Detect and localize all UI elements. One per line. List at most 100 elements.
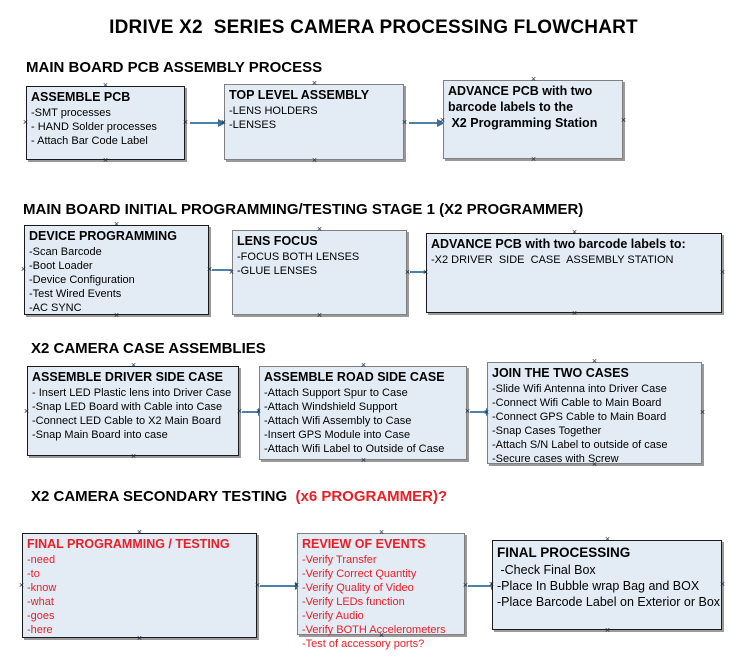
- arrow-final-programming-to-review-of-events: [260, 582, 303, 590]
- node-title: ASSEMBLE ROAD SIDE CASE: [264, 370, 445, 384]
- connector-handle-icon: [22, 119, 29, 126]
- node-line: -Verify BOTH Accelerometers: [302, 624, 446, 636]
- node-line: -know: [27, 582, 57, 594]
- node-line: -Secure cases with Screw: [492, 453, 619, 465]
- node-title: ADVANCE PCB with two: [448, 84, 593, 98]
- node-line: -need: [27, 554, 56, 566]
- node-line: -Connect Wifi Cable to Main Board: [492, 397, 662, 409]
- node-line: -to: [27, 568, 40, 580]
- node-line: - Insert LED Plastic lens into Driver Ca…: [32, 387, 232, 399]
- connector-handle-icon: [422, 269, 429, 276]
- node-join-the-two-cases[interactable]: JOIN THE TWO CASES -Slide Wifi Antenna i…: [487, 362, 702, 465]
- connector-handle-icon: [360, 362, 367, 369]
- page-title: IDRIVE X2 SERIES CAMERA PROCESSING FLOWC…: [109, 17, 638, 38]
- connector-handle-icon: [130, 362, 137, 369]
- node-line: -FOCUS BOTH LENSES: [237, 251, 360, 263]
- node-line: -LENS HOLDERS: [229, 105, 318, 117]
- node-title-line3: X2 Programming Station: [448, 116, 598, 130]
- node-line: -what: [27, 596, 54, 608]
- connector-handle-icon: [439, 117, 446, 124]
- node-line: -Boot Loader: [29, 260, 93, 272]
- node-line: -Verify Audio: [302, 610, 364, 622]
- connector-handle-icon: [604, 627, 611, 634]
- connector-handle-icon: [378, 529, 385, 536]
- node-line: -goes: [27, 610, 55, 622]
- section-heading-main-board-initial-programming: MAIN BOARD INITIAL PROGRAMMING/TESTING S…: [23, 201, 584, 218]
- node-title: REVIEW OF EVENTS: [302, 537, 426, 551]
- node-line: -Place In Bubble wrap Bag and BOX: [497, 579, 700, 593]
- node-assemble-driver-side-case[interactable]: ASSEMBLE DRIVER SIDE CASE - Insert LED P…: [27, 366, 239, 456]
- connector-handle-icon: [530, 76, 537, 83]
- arrow-top-level-assembly-to-advance-pcb: [409, 119, 445, 127]
- node-line: -Insert GPS Module into Case: [264, 429, 411, 441]
- connector-handle-icon: [591, 358, 598, 365]
- node-advance-pcb-to-driver-side-case-station[interactable]: ADVANCE PCB with two barcode labels to: …: [426, 233, 722, 313]
- node-line: -LENSES: [229, 119, 277, 131]
- node-line: -Verify Quality of Video: [302, 582, 414, 594]
- node-advance-pcb-to-x2-programming-station[interactable]: ADVANCE PCB with two barcode labels to t…: [443, 80, 623, 159]
- node-line: -SMT processes: [31, 107, 111, 119]
- node-assemble-pcb[interactable]: ASSEMBLE PCB -SMT processes - HAND Solde…: [26, 86, 185, 160]
- node-title: ADVANCE PCB with two barcode labels to:: [431, 237, 686, 251]
- connector-handle-icon: [136, 529, 143, 536]
- node-line: -Connect LED Cable to X2 Main Board: [32, 415, 221, 427]
- connector-handle-icon: [316, 226, 323, 233]
- node-review-of-events[interactable]: REVIEW OF EVENTS -Verify Transfer -Verif…: [297, 533, 465, 650]
- node-title: ASSEMBLE PCB: [31, 90, 131, 104]
- node-title: FINAL PROCESSING: [497, 545, 631, 560]
- connector-handle-icon: [483, 409, 490, 416]
- node-line-overflow: -Test of accessory ports?: [302, 638, 425, 650]
- section-heading-accent: (x6 PROGRAMMER)?: [291, 488, 448, 505]
- node-line: -Snap LED Board with Cable into Case: [32, 401, 223, 413]
- connector-handle-icon: [130, 453, 137, 460]
- connector-handle-icon: [113, 221, 120, 228]
- node-title: TOP LEVEL ASSEMBLY: [229, 88, 370, 102]
- connector-handle-icon: [571, 310, 578, 317]
- node-final-programming-testing[interactable]: FINAL PROGRAMMING / TESTING -need -to -k…: [22, 533, 257, 638]
- node-line: -Attach Wifi Assembly to Case: [264, 415, 412, 427]
- node-top-level-assembly[interactable]: TOP LEVEL ASSEMBLY -LENS HOLDERS -LENSES: [224, 84, 404, 160]
- node-line: -Attach S/N Label to outside of case: [492, 439, 668, 451]
- node-device-programming[interactable]: DEVICE PROGRAMMING -Scan Barcode -Boot L…: [24, 225, 209, 315]
- node-line: -Attach Support Spur to Case: [264, 387, 408, 399]
- node-line: -Attach Wifi Label to Outside of Case: [264, 443, 445, 455]
- connector-handle-icon: [530, 156, 537, 163]
- connector-handle-icon: [220, 119, 227, 126]
- connector-handle-icon: [311, 80, 318, 87]
- connector-handle-icon: [102, 157, 109, 164]
- node-line: - HAND Solder processes: [31, 121, 157, 133]
- section-heading-text: X2 CAMERA SECONDARY TESTING: [31, 488, 292, 505]
- node-line: -Attach Windshield Support: [264, 401, 398, 413]
- connector-handle-icon: [136, 635, 143, 642]
- node-line: -Verify LEDs function: [302, 596, 405, 608]
- node-final-processing[interactable]: FINAL PROCESSING -Check Final Box -Place…: [492, 540, 722, 630]
- node-line: -Device Configuration: [29, 274, 135, 286]
- node-line: -Snap Main Board into case: [32, 429, 168, 441]
- node-title: DEVICE PROGRAMMING: [29, 229, 177, 243]
- connector-handle-icon: [311, 157, 318, 164]
- connector-handle-icon: [604, 536, 611, 543]
- node-line: -Slide Wifi Antenna into Driver Case: [492, 383, 667, 395]
- node-title: ASSEMBLE DRIVER SIDE CASE: [32, 370, 224, 384]
- node-line: -Verify Correct Quantity: [302, 568, 417, 580]
- node-line: -Check Final Box: [497, 563, 596, 577]
- section-heading-main-board-pcb-assembly-process: MAIN BOARD PCB ASSEMBLY PROCESS: [26, 59, 323, 76]
- node-line: -Verify Transfer: [302, 554, 377, 566]
- node-title: JOIN THE TWO CASES: [492, 366, 629, 380]
- node-title-line2: barcode labels to the: [448, 100, 574, 114]
- node-line: -Place Barcode Label on Exterior or Box: [497, 595, 721, 609]
- node-assemble-road-side-case[interactable]: ASSEMBLE ROAD SIDE CASE -Attach Support …: [259, 366, 467, 460]
- connector-handle-icon: [719, 581, 726, 588]
- node-title: LENS FOCUS: [237, 234, 318, 248]
- connector-handle-icon: [571, 229, 578, 236]
- connector-handle-icon: [360, 457, 367, 464]
- connector-handle-icon: [401, 119, 408, 126]
- connector-handle-icon: [316, 312, 323, 319]
- connector-handle-icon: [102, 82, 109, 89]
- node-line: -GLUE LENSES: [237, 265, 318, 277]
- node-lens-focus[interactable]: LENS FOCUS -FOCUS BOTH LENSES -GLUE LENS…: [232, 230, 407, 315]
- node-title: FINAL PROGRAMMING / TESTING: [27, 537, 230, 551]
- connector-handle-icon: [182, 119, 189, 126]
- connector-handle-icon: [228, 269, 235, 276]
- connector-handle-icon: [699, 409, 706, 416]
